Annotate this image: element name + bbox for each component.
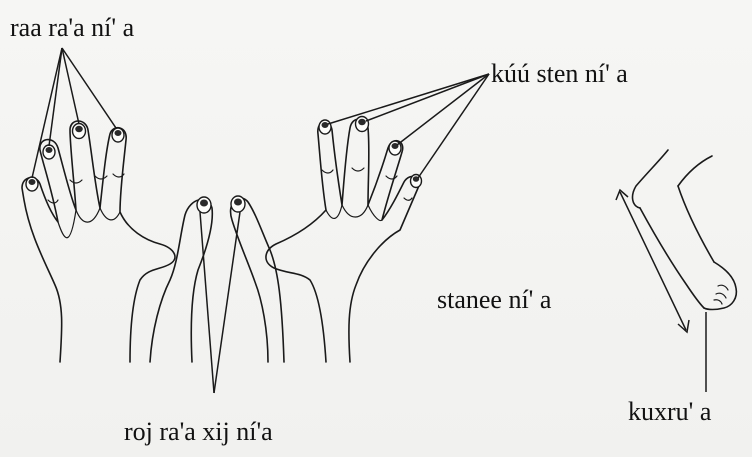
arm-label: stanee ní' a <box>437 286 551 314</box>
fingernails-pointers <box>32 48 116 178</box>
left-hand <box>22 121 175 362</box>
fingernails-label: raa ra'a ní' a <box>10 14 134 42</box>
thumbnails-label: roj ra'a xij ní'a <box>124 418 273 446</box>
knuckles-label: kúú sten ní' a <box>491 60 628 88</box>
arm-illustration <box>616 150 736 392</box>
elbow-label: kuxru' a <box>628 398 711 426</box>
right-hand <box>266 117 422 363</box>
knuckles-pointers <box>328 74 489 178</box>
left-thumb <box>150 197 212 362</box>
thumbnails-pointers <box>200 212 240 393</box>
